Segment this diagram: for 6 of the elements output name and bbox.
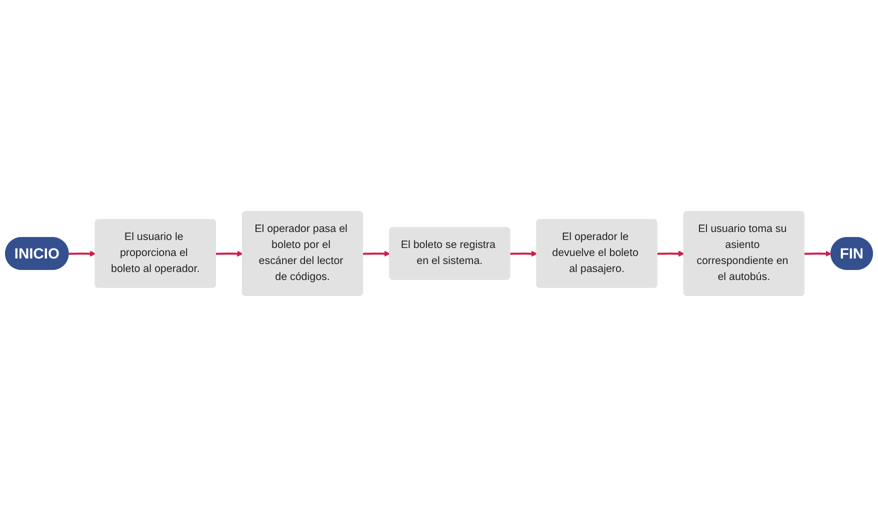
arrow	[68, 250, 96, 256]
arrow	[510, 250, 538, 256]
arrow	[216, 250, 243, 256]
arrow	[804, 250, 832, 256]
arrow	[363, 250, 390, 256]
arrow	[657, 250, 684, 256]
